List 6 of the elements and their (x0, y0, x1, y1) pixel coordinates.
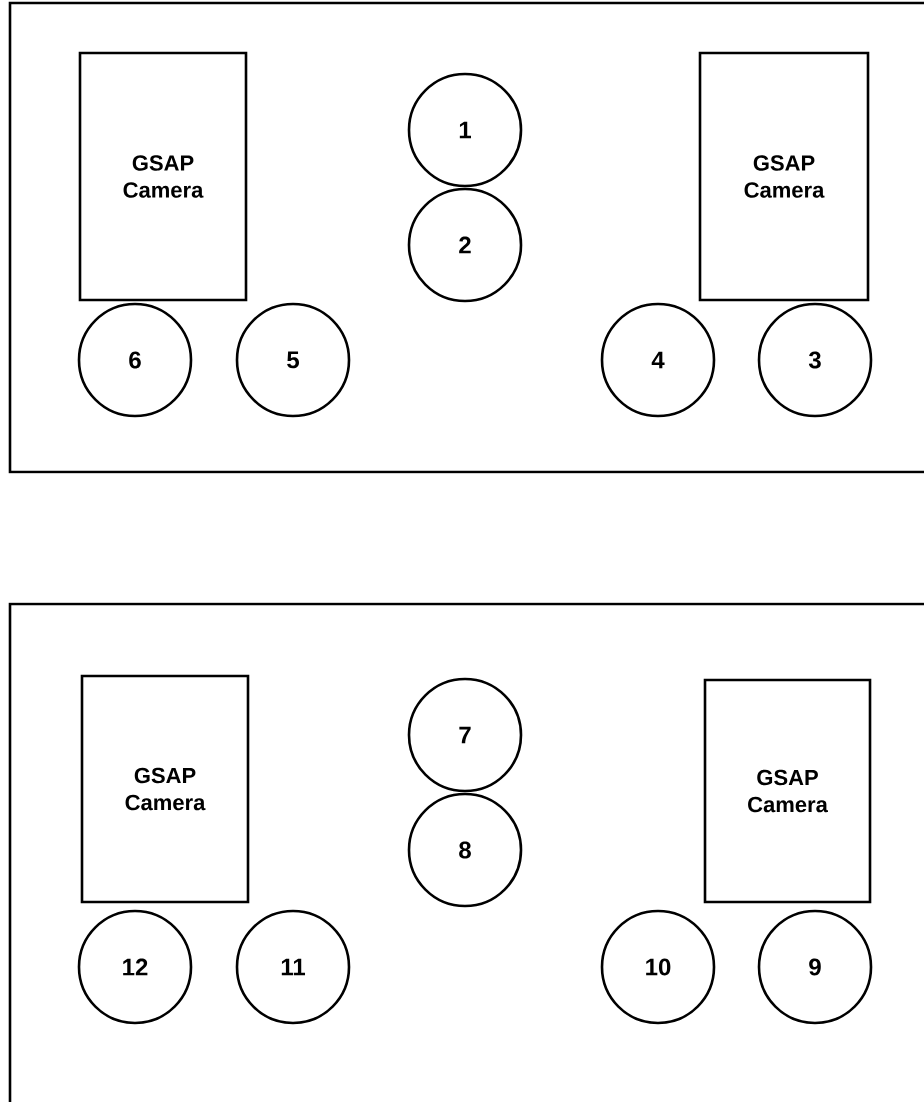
camera-box: GSAP Camera (80, 674, 250, 904)
camera-box: GSAP Camera (703, 678, 872, 904)
panel-frame (8, 602, 924, 1102)
camera-box: GSAP Camera (698, 51, 870, 302)
camera-box: GSAP Camera (78, 51, 248, 302)
panel-frame (8, 1, 924, 474)
